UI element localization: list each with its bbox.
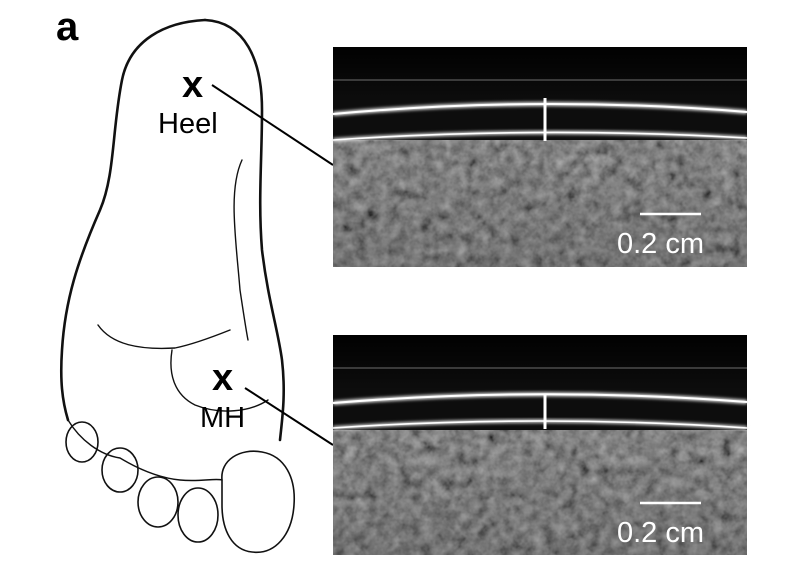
mh-scale-bar-label: 0.2 cm bbox=[617, 517, 704, 549]
ultrasound-image-mh: 0.2 cm bbox=[332, 335, 748, 555]
ultrasound-image-heel: 0.2 cm bbox=[332, 47, 748, 267]
arch-line bbox=[233, 159, 249, 341]
mh-site-marker: x bbox=[212, 357, 233, 399]
mh-site-label: MH bbox=[200, 402, 245, 434]
foot-outline bbox=[59, 18, 207, 422]
toe-big bbox=[221, 450, 295, 553]
heel-site-marker: x bbox=[182, 64, 203, 106]
foot-illustration bbox=[59, 18, 295, 553]
toe-base-line bbox=[67, 419, 223, 482]
mh-leader-line bbox=[244, 387, 334, 446]
heel-leader-line bbox=[211, 84, 334, 166]
toe-small-2 bbox=[101, 447, 139, 493]
panel-letter: a bbox=[56, 5, 79, 49]
toe-small-1 bbox=[65, 421, 99, 463]
heel-scale-bar-label: 0.2 cm bbox=[617, 228, 704, 260]
foot-outline-right bbox=[203, 18, 286, 442]
ball-pad-line bbox=[97, 324, 231, 350]
toe-small-3 bbox=[137, 476, 179, 528]
heel-site-label: Heel bbox=[158, 108, 218, 140]
ball-pad-line-2 bbox=[170, 349, 269, 412]
toe-small-4 bbox=[177, 487, 219, 543]
